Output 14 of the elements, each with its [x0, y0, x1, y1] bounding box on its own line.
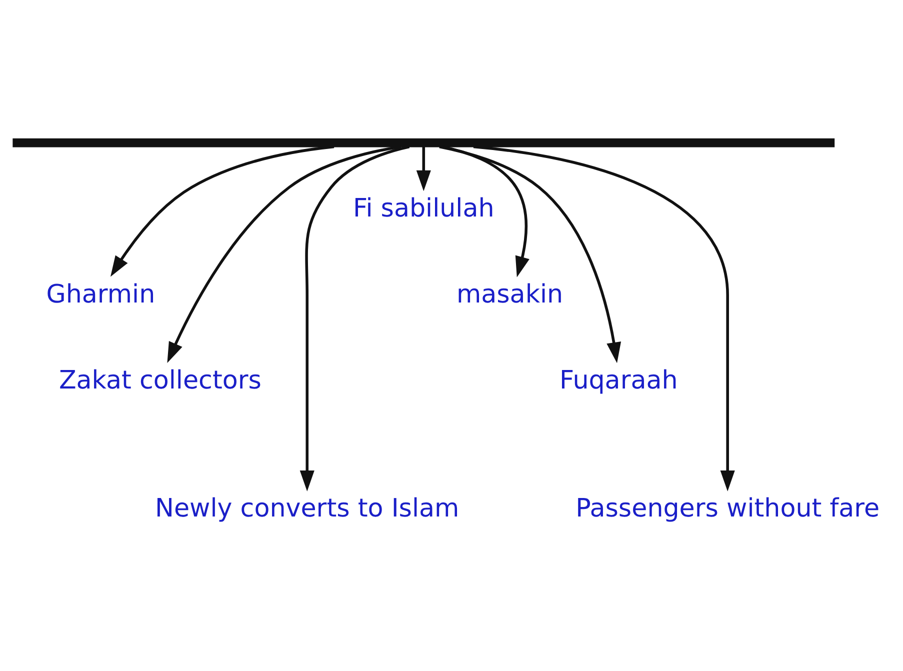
node-text: Zakat collectors	[58, 364, 262, 394]
arrow	[416, 146, 431, 191]
node-text: Newly converts to Islam	[155, 492, 460, 522]
node-text: Passengers without fare	[576, 492, 880, 522]
arrow	[110, 144, 334, 276]
arrow	[439, 144, 622, 363]
node-text: Fi sabilulah	[353, 192, 494, 222]
node-text: Gharmin	[46, 278, 156, 308]
node-bar	[12, 138, 835, 147]
arrow	[473, 144, 735, 491]
node-text: Fuqaraah	[560, 364, 678, 394]
node-text: masakin	[456, 278, 564, 308]
arrow	[167, 144, 402, 362]
arrow	[300, 144, 410, 491]
